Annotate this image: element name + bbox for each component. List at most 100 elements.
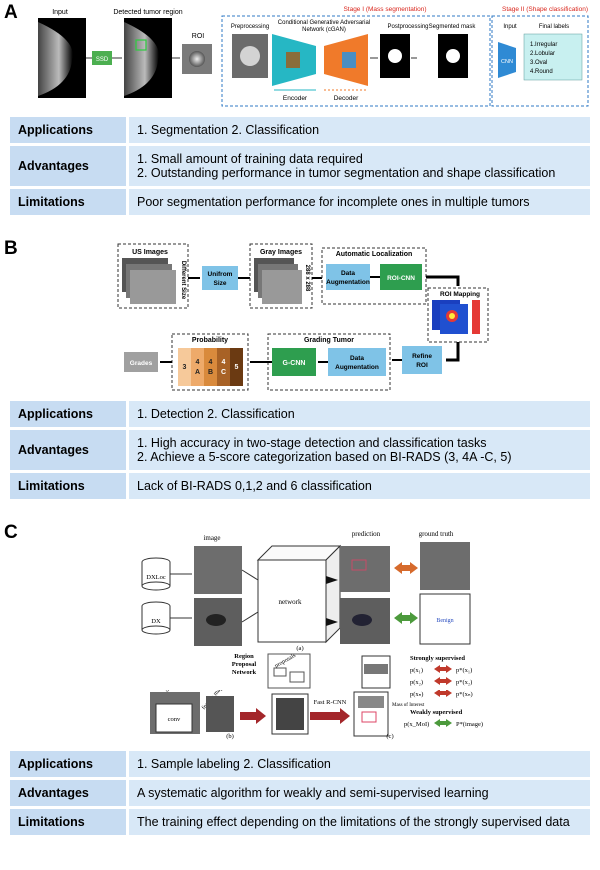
stage2-box (491, 15, 589, 107)
applications-header: Applications (10, 117, 129, 143)
weak-right: P*(image) (456, 721, 483, 728)
image-label: image (203, 534, 220, 542)
panel-b-diagram: US Images Different Size Unifrom Size Gr… (117, 243, 489, 391)
ground-truth-label: ground truth (419, 530, 454, 538)
data-aug-bottom-1: Data (350, 355, 364, 362)
benign-label: Benign (436, 618, 453, 624)
encoder-label: Encoder (283, 95, 308, 102)
final-label-1: 1.Irregular (530, 42, 557, 48)
advantages-value: A systematic algorithm for weakly and se… (129, 780, 590, 806)
ssd-label: SSD (96, 57, 109, 63)
probability-cell-label: C (221, 369, 226, 376)
strong-row-1-right: p*(x₁) (456, 667, 472, 674)
applications-value: 1. Segmentation 2. Classification (129, 117, 590, 143)
strong-row-3-left: p(xₙ) (410, 691, 423, 698)
grades-box (124, 352, 158, 372)
auto-loc-label: Automatic Localization (336, 251, 413, 258)
dim-label: 288 x 288 (304, 265, 310, 292)
strong-row-2-right: p*(x₂) (456, 679, 472, 686)
probability-cell-label: 3 (183, 364, 187, 371)
rpn-1: Region (234, 653, 254, 660)
probability-cell (217, 348, 230, 386)
rpn-2: Proposal (232, 661, 257, 668)
roi-mapping-box (427, 287, 489, 343)
weak-left: p(x_MoI) (404, 721, 429, 728)
unifrom-size-label-2: Size (213, 280, 226, 287)
probability-cell (191, 348, 204, 386)
panel-c-diagram: image prediction ground truth DXLoc DX n… (141, 530, 472, 689)
probability-cell-label: 5 (235, 364, 239, 371)
final-labels-box (523, 33, 583, 81)
data-aug-box-top (326, 264, 370, 290)
input-label: Input (52, 9, 68, 16)
detected-label: Detected tumor region (113, 9, 182, 16)
probability-cell-label: 4 (209, 359, 213, 366)
conv-box (155, 703, 193, 733)
stage1-box (221, 15, 491, 107)
network-label: network (279, 598, 302, 606)
gray-images-label: Gray Images (260, 249, 302, 256)
final-label-3: 3.Oval (530, 60, 547, 66)
applications-value: 1. Sample labeling 2. Classification (129, 751, 590, 777)
stage2-label: Stage II (Shape classification) (502, 6, 588, 13)
cnn-block (498, 42, 516, 78)
unifrom-size-label-1: Unifrom (208, 271, 233, 278)
unifrom-size-box (202, 266, 238, 290)
advantages-header: Advantages (10, 146, 129, 186)
weakly-label: Weakly supervised (410, 709, 463, 716)
us-images-box (117, 243, 189, 309)
cgan-label-1: Conditional Generative Adversarial (278, 20, 370, 26)
panel-letter-b: B (4, 238, 18, 259)
fast-rcnn-label: Fast R-CNN (314, 699, 347, 706)
segmented-label: Segmented mask (429, 24, 477, 30)
caption-c: (c) (386, 733, 393, 740)
probability-cell-label: 4 (196, 359, 200, 366)
prediction-label: prediction (352, 530, 381, 538)
limitations-header: Limitations (10, 189, 129, 215)
cgan-label-2: Network (cGAN) (302, 27, 346, 33)
advantages-header: Advantages (10, 780, 129, 806)
data-aug-bottom-2: Augmentation (335, 364, 379, 371)
green-arrow (394, 612, 418, 624)
limitations-value: The training effect depending on the lim… (129, 809, 590, 835)
different-size-label: Different Size (180, 261, 186, 300)
limitations-value: Lack of BI-RADS 0,1,2 and 6 classificati… (129, 473, 590, 499)
strongly-label: Strongly supervised (410, 655, 465, 662)
roi-label: ROI (192, 33, 205, 40)
refine-roi-2: ROI (416, 362, 428, 369)
decoder-label: Decoder (334, 95, 359, 102)
g-cnn-box (272, 348, 316, 376)
strong-row-1-left: p(x₁) (410, 667, 423, 674)
roi-cnn-label: ROI-CNN (387, 275, 415, 282)
advantages-header: Advantages (10, 430, 129, 470)
proposals-box (267, 653, 311, 689)
data-aug-top-2: Augmentation (326, 279, 370, 286)
final-label-4: 4.Round (530, 69, 553, 75)
probability-cell-label: A (195, 369, 200, 376)
stage1-label: Stage I (Mass segmentation) (343, 6, 426, 13)
input2-label: Input (503, 24, 517, 30)
g-cnn-label: G-CNN (283, 360, 306, 367)
strong-row-2-left: p(x₂) (410, 679, 423, 686)
caption-b: (b) (226, 733, 234, 740)
gray-images-box (249, 243, 313, 309)
probability-cell-label: B (208, 369, 213, 376)
roi-cnn-box (380, 264, 422, 290)
image2-label: image (157, 690, 172, 692)
panel-letter-a: A (4, 2, 18, 23)
grades-label: Grades (130, 360, 153, 367)
caption-a: (a) (296, 645, 303, 652)
applications-header: Applications (10, 751, 129, 777)
dxloc-label: DXLoc (146, 574, 166, 581)
applications-value: 1. Detection 2. Classification (129, 401, 590, 427)
panel-c-lower: image conv feature maps Fast R-CNN (b) (… (150, 690, 483, 740)
refine-roi-box (402, 346, 442, 374)
limitations-header: Limitations (10, 809, 129, 835)
dx-label: DX (151, 618, 161, 625)
grading-tumor-label: Grading Tumor (304, 337, 354, 344)
conv-label: conv (168, 716, 181, 723)
advantages-value: 1. Small amount of training data require… (129, 146, 590, 186)
